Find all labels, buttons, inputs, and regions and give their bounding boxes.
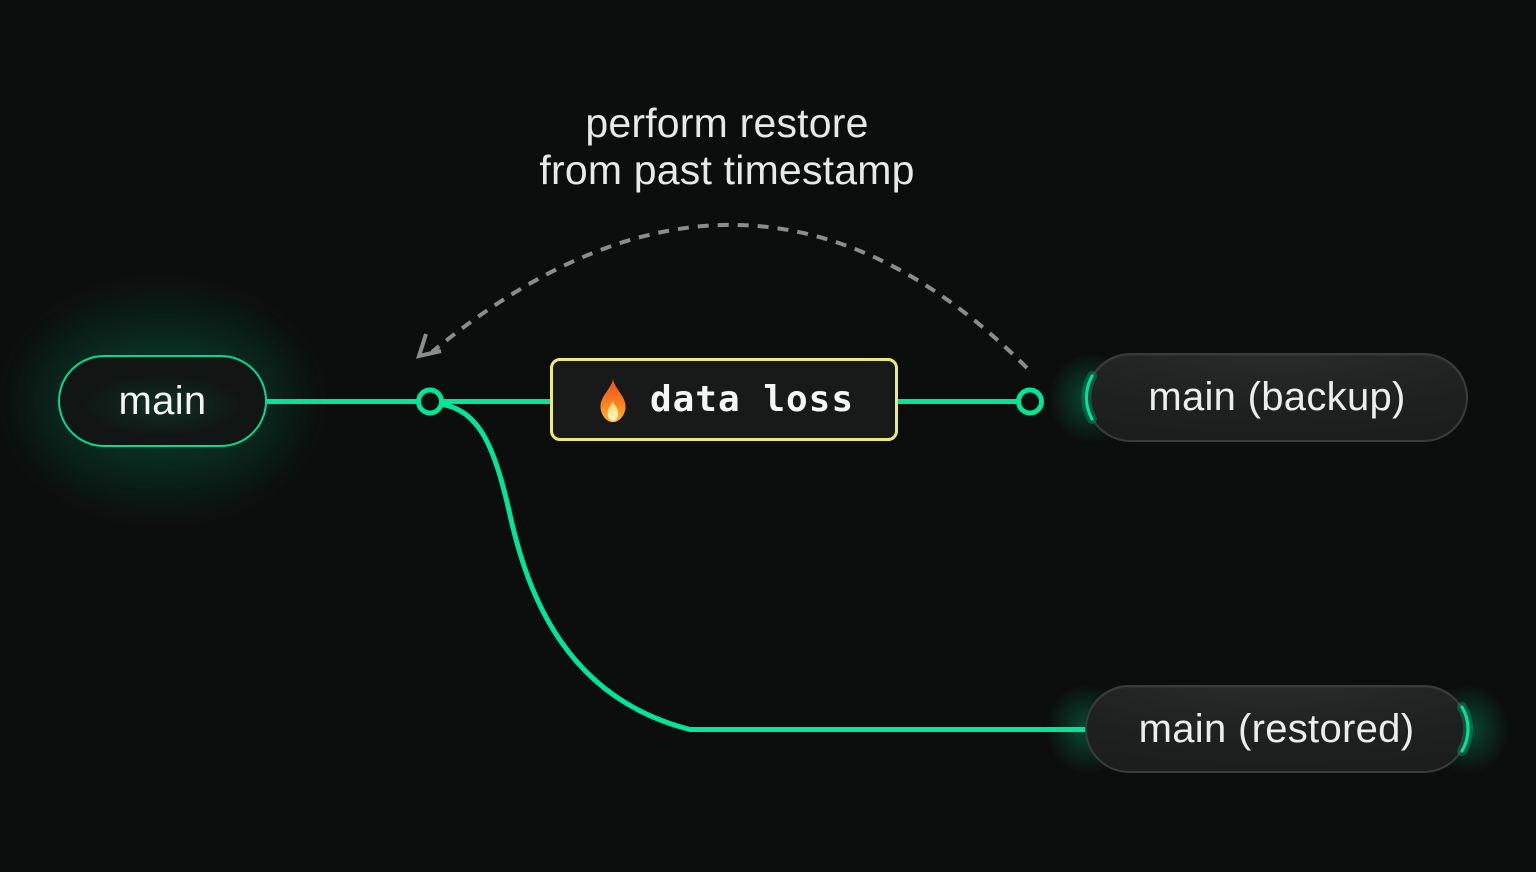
restore-caption-line-1: perform restore — [585, 100, 869, 146]
data-loss-badge: data loss — [550, 358, 898, 441]
branch-curve-to-restored — [429, 400, 1090, 732]
node-main-restored: main (restored) — [1085, 685, 1468, 773]
branch-point-dot-right — [1016, 387, 1044, 416]
branch-point-dot-left — [416, 387, 444, 416]
node-main-restored-label: main (restored) — [1138, 706, 1415, 751]
node-main-label: main — [118, 378, 207, 423]
node-main-backup-label: main (backup) — [1148, 375, 1406, 419]
node-main-backup: main (backup) — [1086, 353, 1468, 442]
data-loss-label: data loss — [649, 379, 855, 420]
restore-caption: perform restore from past timestamp — [427, 100, 1027, 194]
restore-arc-dashed — [430, 223, 1029, 370]
restore-caption-line-2: from past timestamp — [539, 147, 915, 193]
flame-icon — [600, 376, 626, 422]
restore-arrowhead-icon — [416, 333, 442, 359]
node-main: main — [58, 355, 267, 447]
